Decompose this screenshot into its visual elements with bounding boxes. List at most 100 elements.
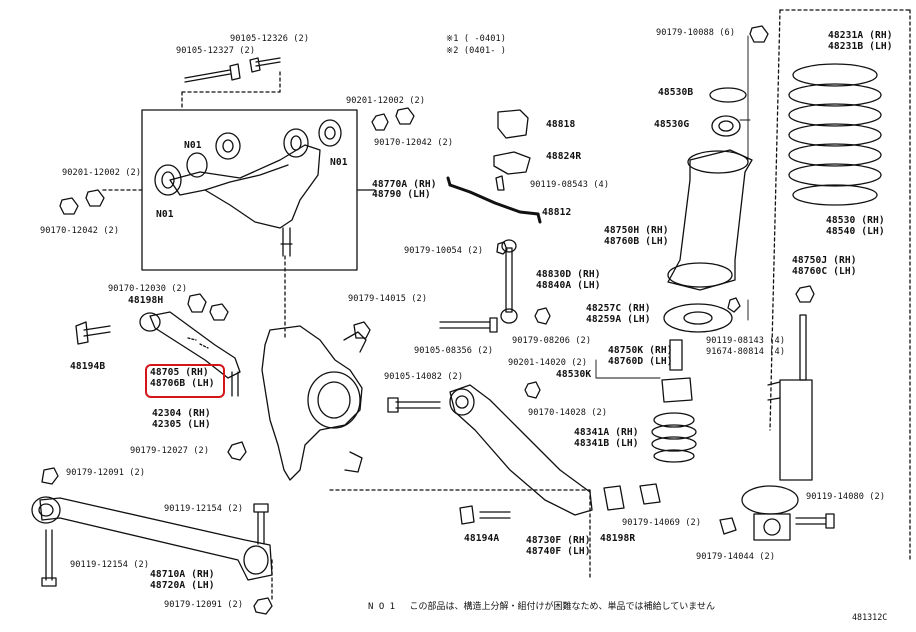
part-label-48194B[interactable]: 48194B: [70, 361, 106, 372]
part-label-90201-14020[interactable]: 90201-14020 (2): [508, 358, 588, 368]
part-label-90179-14015[interactable]: 90179-14015 (2): [348, 294, 428, 304]
part-label-90119-14080[interactable]: 90119-14080 (2): [806, 492, 886, 502]
part-label-90179-12091-bottom[interactable]: 90179-12091 (2): [164, 600, 244, 610]
bolt-48194A[interactable]: [459, 505, 511, 525]
bushing-right[interactable]: [283, 128, 309, 158]
part-label-48706B[interactable]: 48706B (LH): [150, 378, 215, 389]
part-label-90179-14044[interactable]: 90179-14044 (2): [696, 552, 776, 562]
part-label-90119-12154-left[interactable]: 90119-12154 (2): [70, 560, 150, 570]
part-label-48198H[interactable]: 48198H: [128, 295, 164, 306]
nut-90201-14020[interactable]: [524, 381, 541, 399]
part-label-48750K[interactable]: 48750K (RH): [608, 345, 673, 356]
cam-48198R[interactable]: [603, 485, 625, 511]
part-label-42304[interactable]: 42304 (RH): [152, 408, 211, 419]
part-label-90201-12002-left[interactable]: 90201-12002 (2): [62, 168, 142, 178]
part-label-48341B[interactable]: 48341B (LH): [574, 438, 639, 449]
nut-90179-10088[interactable]: [749, 25, 769, 43]
coil-spring-48231A[interactable]: [788, 63, 882, 206]
bolt-90105-12326[interactable]: [249, 57, 281, 73]
nut-90170-12042[interactable]: [395, 107, 415, 125]
nut-90201-12002[interactable]: [371, 113, 389, 131]
bushing-left[interactable]: [154, 164, 182, 196]
insulator-48530B[interactable]: [709, 87, 747, 103]
spacer-48750K[interactable]: [669, 339, 683, 371]
part-label-48830D[interactable]: 48830D (RH): [536, 269, 601, 280]
part-label-90179-12091-top[interactable]: 90179-12091 (2): [66, 468, 146, 478]
part-label-48194A[interactable]: 48194A: [464, 533, 500, 544]
shock-absorber-48530[interactable]: [779, 379, 813, 481]
stabilizer-bushing[interactable]: [497, 109, 529, 139]
bumper-48530K[interactable]: [661, 377, 693, 403]
part-label-42305[interactable]: 42305 (LH): [152, 419, 211, 430]
part-label-48824R[interactable]: 48824R: [546, 151, 582, 162]
part-label-90119-08543[interactable]: 90119-08543 (4): [530, 180, 610, 190]
bushing-far[interactable]: [318, 119, 342, 147]
part-label-48198R[interactable]: 48198R: [600, 533, 636, 544]
trailing-arm[interactable]: [449, 384, 593, 516]
part-label-90179-14069[interactable]: 90179-14069 (2): [622, 518, 702, 528]
part-label-48530B[interactable]: 48530B: [658, 87, 694, 98]
upper-control-arm[interactable]: [169, 144, 321, 229]
part-label-90105-14082[interactable]: 90105-14082 (2): [384, 372, 464, 382]
bolt-48194B[interactable]: [75, 321, 111, 345]
part-label-48530G[interactable]: 48530G: [654, 119, 690, 130]
bolt-90119-14080[interactable]: [795, 513, 835, 529]
nut-90170-12030[interactable]: [209, 303, 229, 321]
nut-90179-14069[interactable]: [639, 483, 661, 505]
part-label-48720A[interactable]: 48720A (LH): [150, 580, 215, 591]
part-label-90179-08206[interactable]: 90179-08206 (2): [512, 336, 592, 346]
bolt-90119-08543[interactable]: [495, 175, 505, 191]
part-label-48730F[interactable]: 48730F (RH): [526, 535, 591, 546]
bumper-48530G[interactable]: [711, 115, 741, 137]
toe-control-arm[interactable]: [149, 311, 241, 379]
part-label-90105-12327[interactable]: 90105-12327 (2): [176, 46, 256, 56]
part-label-90119-12154-right[interactable]: 90119-12154 (2): [164, 504, 244, 514]
part-label-48840A[interactable]: 48840A (LH): [536, 280, 601, 291]
part-label-48710A[interactable]: 48710A (RH): [150, 569, 215, 580]
bolt-90105-12327[interactable]: [184, 63, 241, 83]
nut-90179-12091-top[interactable]: [41, 467, 59, 485]
part-label-90170-12042[interactable]: 90170-12042 (2): [374, 138, 454, 148]
stabilizer-bar[interactable]: [448, 183, 540, 216]
part-label-48259A[interactable]: 48259A (LH): [586, 314, 651, 325]
part-label-90105-08356[interactable]: 90105-08356 (2): [414, 346, 494, 356]
nut-90179-12027[interactable]: [227, 441, 247, 461]
nut-90179-08206[interactable]: [534, 307, 551, 325]
nut-90179-10054[interactable]: [496, 241, 508, 255]
lower-control-arm[interactable]: [39, 497, 273, 581]
part-label-48705[interactable]: 48705 (RH): [150, 367, 209, 378]
stabilizer-link[interactable]: [505, 247, 513, 313]
part-label-48750J[interactable]: 48750J (RH): [792, 255, 857, 266]
part-label-48231B[interactable]: 48231B (LH): [828, 41, 893, 52]
bolt-90119-12154-left[interactable]: [41, 529, 57, 587]
nut-90179-14044[interactable]: [719, 517, 737, 535]
dust-boot-48341A[interactable]: [651, 412, 697, 463]
nut-90179-12091-bottom[interactable]: [253, 597, 273, 615]
part-label-48760C[interactable]: 48760C (LH): [792, 266, 857, 277]
part-label-48760D[interactable]: 48760D (LH): [608, 356, 673, 367]
part-label-90105-12326[interactable]: 90105-12326 (2): [230, 34, 310, 44]
part-label-48530K[interactable]: 48530K: [556, 369, 592, 380]
nut-90170-left[interactable]: [59, 197, 79, 215]
nut-90179-14015[interactable]: [353, 321, 371, 339]
bolt-90119-12154-right[interactable]: [253, 503, 269, 545]
bolt-90105-08356[interactable]: [439, 317, 498, 333]
bushing-mid[interactable]: [215, 132, 241, 160]
part-label-48750H[interactable]: 48750H (RH): [604, 225, 669, 236]
part-label-91674-80814[interactable]: 91674-80814 (4): [706, 347, 786, 357]
shock-rod[interactable]: [799, 314, 807, 381]
part-label-48530[interactable]: 48530 (RH): [826, 215, 885, 226]
part-label-90179-12027[interactable]: 90179-12027 (2): [130, 446, 210, 456]
part-label-48790[interactable]: 48790 (LH): [372, 189, 431, 200]
part-label-90179-10054[interactable]: 90179-10054 (2): [404, 246, 484, 256]
cam-48198H[interactable]: [187, 293, 207, 313]
part-label-48540[interactable]: 48540 (LH): [826, 226, 885, 237]
part-label-48231A[interactable]: 48231A (RH): [828, 30, 893, 41]
part-label-48818[interactable]: 48818: [546, 119, 576, 130]
part-label-90170-12042-left[interactable]: 90170-12042 (2): [40, 226, 120, 236]
part-label-48257C[interactable]: 48257C (RH): [586, 303, 651, 314]
part-label-90119-08143[interactable]: 90119-08143 (4): [706, 336, 786, 346]
part-label-90170-12030[interactable]: 90170-12030 (2): [108, 284, 188, 294]
part-label-90170-14028[interactable]: 90170-14028 (2): [528, 408, 608, 418]
part-label-48760B[interactable]: 48760B (LH): [604, 236, 669, 247]
